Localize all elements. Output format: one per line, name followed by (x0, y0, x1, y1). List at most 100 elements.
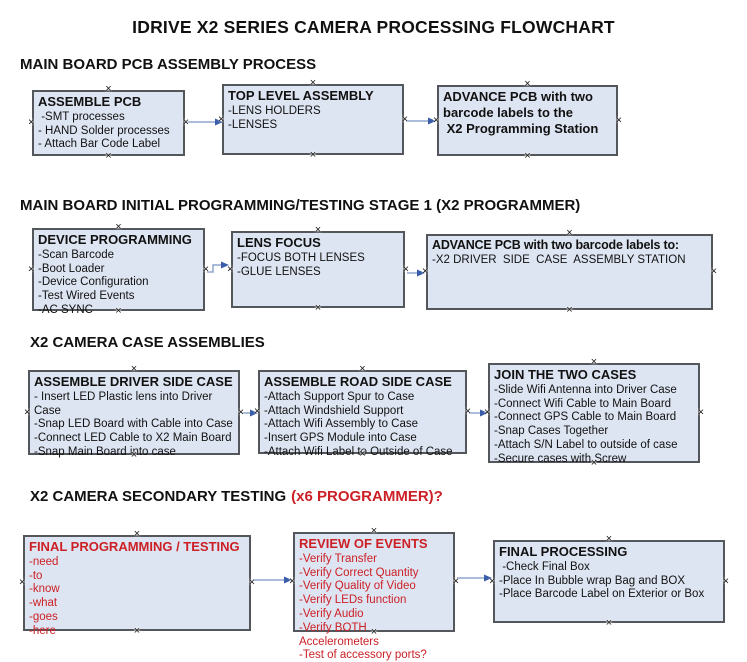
resize-handle[interactable]: × (590, 457, 598, 469)
box-items: - Insert LED Plastic lens into Driver Ca… (34, 391, 234, 460)
resize-handle[interactable]: × (524, 150, 531, 162)
box-header: ASSEMBLE PCB (38, 94, 142, 109)
resize-handle[interactable]: × (452, 575, 459, 588)
resize-handle[interactable]: × (218, 113, 225, 125)
box-header: REVIEW OF EVENTS (299, 536, 428, 551)
flow-box-final-programming-testing[interactable]: FINAL PROGRAMMING / TESTING -need-to-kno… (19, 529, 255, 637)
box-item: -Verify Quality of Video (299, 580, 416, 593)
flow-box-device-programming[interactable]: DEVICE PROGRAMMING -Scan Barcode-Boot Lo… (28, 222, 209, 317)
resize-handle[interactable]: × (19, 576, 26, 589)
box-item: -Device Configuration (38, 276, 149, 289)
box-item: -GLUE LENSES (237, 265, 321, 278)
flow-arrow[interactable] (207, 261, 229, 273)
resize-handle[interactable]: × (227, 263, 234, 275)
resize-handle[interactable]: × (314, 224, 322, 236)
resize-handle[interactable]: × (314, 302, 322, 314)
resize-handle[interactable]: × (130, 363, 138, 375)
resize-handle[interactable]: × (615, 114, 622, 126)
resize-handle[interactable]: × (105, 150, 112, 162)
resize-handle[interactable]: × (359, 448, 366, 460)
box-item: -Verify Transfer (299, 552, 377, 565)
flow-box-final-processing[interactable]: FINAL PROCESSING -Check Final Box-Place … (489, 534, 729, 629)
box-item: -here (29, 624, 56, 637)
box-item: -Attach S/N Label to outside of case (494, 439, 678, 452)
resize-handle[interactable]: × (133, 625, 141, 637)
box-items: -X2 DRIVER SIDE CASE ASSEMBLY STATION (432, 254, 707, 268)
box-item: -Verify BOTH Accelerometers (299, 621, 379, 648)
resize-handle[interactable]: × (309, 149, 317, 161)
resize-handle[interactable]: × (130, 449, 138, 461)
box-item: -Snap LED Board with Cable into Case (34, 418, 233, 431)
resize-handle[interactable]: × (566, 227, 573, 239)
resize-handle[interactable]: × (605, 533, 613, 545)
box-header: DEVICE PROGRAMMING (38, 232, 192, 247)
resize-handle[interactable]: × (28, 116, 35, 129)
flow-box-review-of-events[interactable]: REVIEW OF EVENTS -Verify Transfer-Verify… (289, 526, 459, 662)
resize-handle[interactable]: × (484, 406, 491, 419)
resize-handle[interactable]: × (237, 406, 244, 418)
resize-handle[interactable]: × (289, 575, 296, 588)
resize-handle[interactable]: × (115, 305, 122, 317)
resize-handle[interactable]: × (401, 113, 408, 125)
box-item: - HAND Solder processes (38, 124, 170, 137)
box-item: - Attach Bar Code Label (38, 138, 161, 151)
flow-box-advance-pcb-programming-station[interactable]: ADVANCE PCB with two barcode labels to t… (433, 79, 622, 162)
resize-handle[interactable]: × (402, 263, 409, 275)
resize-handle[interactable]: × (133, 528, 141, 540)
box-item: -X2 DRIVER SIDE CASE ASSEMBLY STATION (432, 254, 686, 267)
resize-handle[interactable]: × (590, 356, 598, 368)
box-item: -what (29, 597, 58, 610)
section-heading-text: MAIN BOARD PCB ASSEMBLY PROCESS (20, 56, 317, 73)
box-item: -Scan Barcode (38, 248, 115, 261)
resize-handle[interactable]: × (422, 265, 429, 278)
section-heading-accent: (x6 PROGRAMMER)? (291, 488, 443, 505)
resize-handle[interactable]: × (464, 405, 471, 418)
flow-box-assemble-driver-side-case[interactable]: ASSEMBLE DRIVER SIDE CASE - Insert LED P… (24, 364, 244, 461)
flow-box-top-level-assembly[interactable]: TOP LEVEL ASSEMBLY -LENS HOLDERS-LENSES … (218, 78, 408, 161)
section-heading-secondary-testing: X2 CAMERA SECONDARY TESTING(x6 PROGRAMME… (30, 488, 443, 505)
box-item: -know (29, 583, 60, 596)
flow-box-assemble-road-side-case[interactable]: ASSEMBLE ROAD SIDE CASE -Attach Support … (254, 364, 471, 460)
resize-handle[interactable]: × (182, 116, 189, 129)
section-heading-pcb-assembly: MAIN BOARD PCB ASSEMBLY PROCESS (20, 56, 321, 73)
flow-box-lens-focus[interactable]: LENS FOCUS -FOCUS BOTH LENSES-GLUE LENSE… (227, 225, 409, 314)
box-header: ADVANCE PCB with two barcode labels to: (432, 238, 679, 252)
resize-handle[interactable]: × (115, 221, 122, 233)
box-item: -Verify Correct Quantity (299, 566, 419, 579)
flow-box-advance-pcb-driver-side-station[interactable]: ADVANCE PCB with two barcode labels to: … (422, 228, 717, 316)
flow-box-join-the-two-cases[interactable]: JOIN THE TWO CASES -Slide Wifi Antenna i… (484, 357, 704, 469)
box-header: ADVANCE PCB with two barcode labels to t… (443, 89, 599, 136)
resize-handle[interactable]: × (433, 114, 440, 126)
box-items: -SMT processes- HAND Solder processes- A… (38, 111, 179, 152)
resize-handle[interactable]: × (24, 406, 31, 418)
box-item: -Insert GPS Module into Case (264, 432, 417, 445)
resize-handle[interactable]: × (359, 363, 366, 375)
box-header: ASSEMBLE ROAD SIDE CASE (264, 374, 452, 389)
resize-handle[interactable]: × (202, 263, 209, 275)
flow-box-assemble-pcb[interactable]: ASSEMBLE PCB -SMT processes- HAND Solder… (28, 84, 189, 162)
resize-handle[interactable]: × (370, 525, 378, 537)
resize-handle[interactable]: × (28, 263, 35, 275)
box-item: -SMT processes (38, 110, 125, 123)
box-items: -need-to-know-what-goes-here (29, 556, 245, 639)
resize-handle[interactable]: × (370, 626, 378, 638)
resize-handle[interactable]: × (697, 406, 704, 419)
resize-handle[interactable]: × (722, 575, 729, 587)
box-item: -Snap Cases Together (494, 425, 609, 438)
resize-handle[interactable]: × (254, 405, 261, 418)
box-item: -Connect LED Cable to X2 Main Board (34, 432, 232, 445)
resize-handle[interactable]: × (524, 78, 531, 90)
box-item: -LENSES (228, 118, 278, 131)
box-item: -need (29, 555, 59, 568)
resize-handle[interactable]: × (248, 576, 255, 589)
resize-handle[interactable]: × (566, 304, 573, 316)
resize-handle[interactable]: × (105, 83, 112, 95)
resize-handle[interactable]: × (309, 77, 317, 89)
box-items: -LENS HOLDERS-LENSES (228, 105, 398, 133)
box-header: ASSEMBLE DRIVER SIDE CASE (34, 374, 233, 389)
box-header: FINAL PROGRAMMING / TESTING (29, 539, 240, 554)
box-item: -LENS HOLDERS (228, 104, 321, 117)
resize-handle[interactable]: × (605, 617, 613, 629)
resize-handle[interactable]: × (710, 265, 717, 278)
resize-handle[interactable]: × (489, 575, 496, 587)
